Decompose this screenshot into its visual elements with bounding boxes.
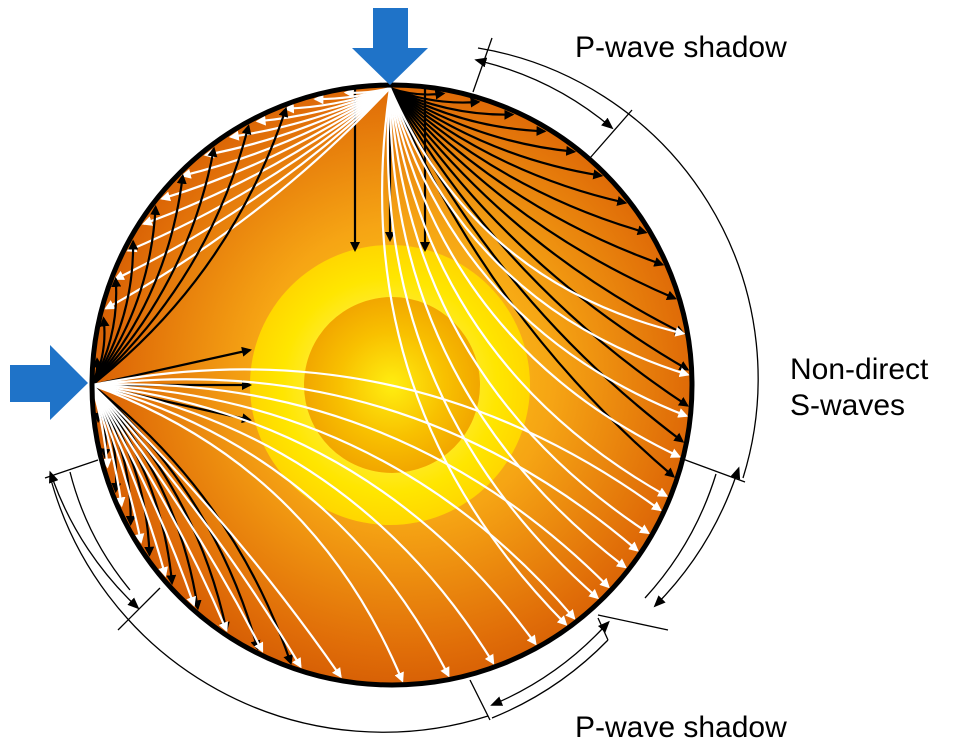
s-wave-ray: [92, 384, 197, 607]
s-waves-label-line1: Non-direct: [790, 353, 929, 386]
s-wave-ray: [388, 87, 689, 418]
p-wave-ray: [389, 87, 686, 335]
p-wave-ray: [92, 124, 252, 386]
s-wave-ray: [343, 86, 391, 99]
p-wave-ray: [92, 106, 289, 386]
p-wave-ray: [92, 384, 293, 665]
p-wave-ray: [92, 204, 161, 386]
p-wave-ray: [92, 146, 218, 386]
p-wave-ray: [388, 87, 676, 478]
p-wave-ray: [389, 87, 648, 236]
earth-outline: [89, 82, 695, 688]
p-wave-ray: [389, 87, 690, 371]
s-wave-ray: [92, 383, 495, 665]
s-wave-ray: [92, 368, 662, 512]
p-wave-shadow-label-bottom: P-wave shadow: [575, 711, 787, 744]
s-wave-ray: [126, 87, 391, 253]
p-wave-ray: [389, 87, 547, 136]
p-wave-ray: [92, 239, 139, 386]
p-wave-ray: [389, 87, 628, 206]
s-wave-ray: [92, 384, 264, 653]
p-wave-shadow-label-top: P-wave shadow: [575, 31, 787, 64]
down-arrow-icon: [352, 8, 428, 85]
s-wave-ray: [386, 87, 600, 600]
s-wave-ray: [388, 87, 669, 497]
p-wave-ray: [389, 87, 577, 156]
s-wave-ray: [92, 384, 342, 679]
s-wave-ray: [113, 87, 391, 280]
s-wave-ray: [388, 87, 627, 569]
p-wave-ray: [389, 87, 665, 267]
s-wave-ray: [92, 384, 302, 669]
p-wave-ray: [389, 87, 689, 407]
s-wave-ray: [388, 87, 690, 378]
s-wave-ray: [92, 384, 228, 633]
s-wave-ray: [92, 378, 639, 552]
s-wave-ray: [381, 87, 568, 626]
s-wave-rays-from-left-source: [92, 368, 662, 683]
s-wave-ray: [160, 87, 391, 202]
s-wave-ray: [388, 87, 682, 458]
s-wave-ray: [92, 383, 576, 620]
p-wave-ray: [389, 87, 604, 180]
s-wave-ray: [388, 87, 686, 337]
p-wave-ray: [92, 173, 187, 386]
right-arrow-icon: [10, 345, 88, 420]
s-wave-ray: [92, 383, 537, 646]
s-wave-ray: [388, 87, 650, 535]
non-direct-s-waves-label: Non-direct S-waves: [790, 352, 928, 424]
s-wave-ray: [104, 87, 391, 310]
s-wave-ray: [203, 87, 391, 159]
s-wave-ray: [92, 383, 610, 589]
s-wave-ray: [92, 383, 450, 678]
s-waves-label-line2: S-waves: [790, 389, 906, 422]
p-wave-ray: [389, 87, 677, 300]
shadow-zone-arcs: [48, 47, 759, 733]
s-wave-ray: [92, 383, 404, 683]
